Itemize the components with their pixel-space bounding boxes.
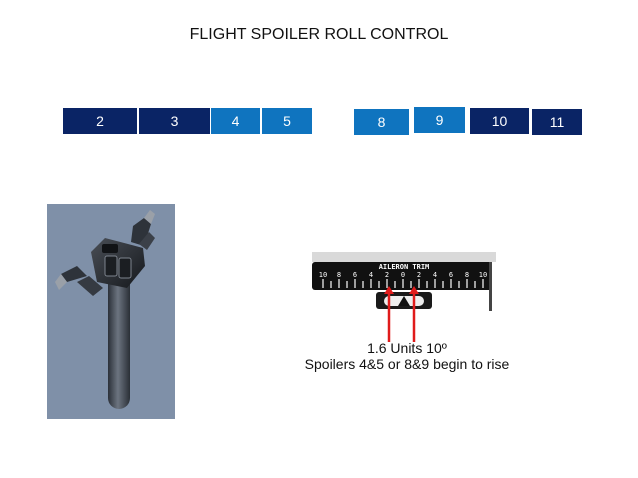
- trim-tick-label: 6: [449, 271, 453, 279]
- page-title: FLIGHT SPOILER ROLL CONTROL: [189, 26, 449, 43]
- spoiler-3: 3: [139, 108, 210, 134]
- trim-label: AILERON TRIM: [379, 263, 430, 271]
- trim-tick-label: 2: [417, 271, 421, 279]
- trim-tick-label: 4: [433, 271, 437, 279]
- trim-caption-units: 1.6 Units 10º: [367, 340, 447, 356]
- spoiler-4: 4: [211, 108, 260, 134]
- spoiler-9: 9: [414, 107, 465, 133]
- control-yoke-image: [47, 204, 175, 419]
- trim-tick-label: 10: [319, 271, 327, 279]
- trim-pointer-arrows: [384, 286, 419, 342]
- trim-tick-label: 4: [369, 271, 373, 279]
- spoiler-11: 11: [532, 109, 582, 135]
- trim-tick-label: 2: [385, 271, 389, 279]
- spoiler-10: 10: [470, 108, 529, 134]
- spoiler-2: 2: [63, 108, 137, 134]
- trim-tick-label: 6: [353, 271, 357, 279]
- trim-tick-label: 8: [337, 271, 341, 279]
- trim-tick-label: 0: [401, 271, 405, 279]
- trim-tick-label: 8: [465, 271, 469, 279]
- spoiler-8: 8: [354, 109, 409, 135]
- control-yoke-icon: [55, 210, 155, 409]
- spoiler-5: 5: [262, 108, 312, 134]
- trim-caption-spoilers: Spoilers 4&5 or 8&9 begin to rise: [304, 356, 510, 372]
- trim-tick-label: 10: [479, 271, 487, 279]
